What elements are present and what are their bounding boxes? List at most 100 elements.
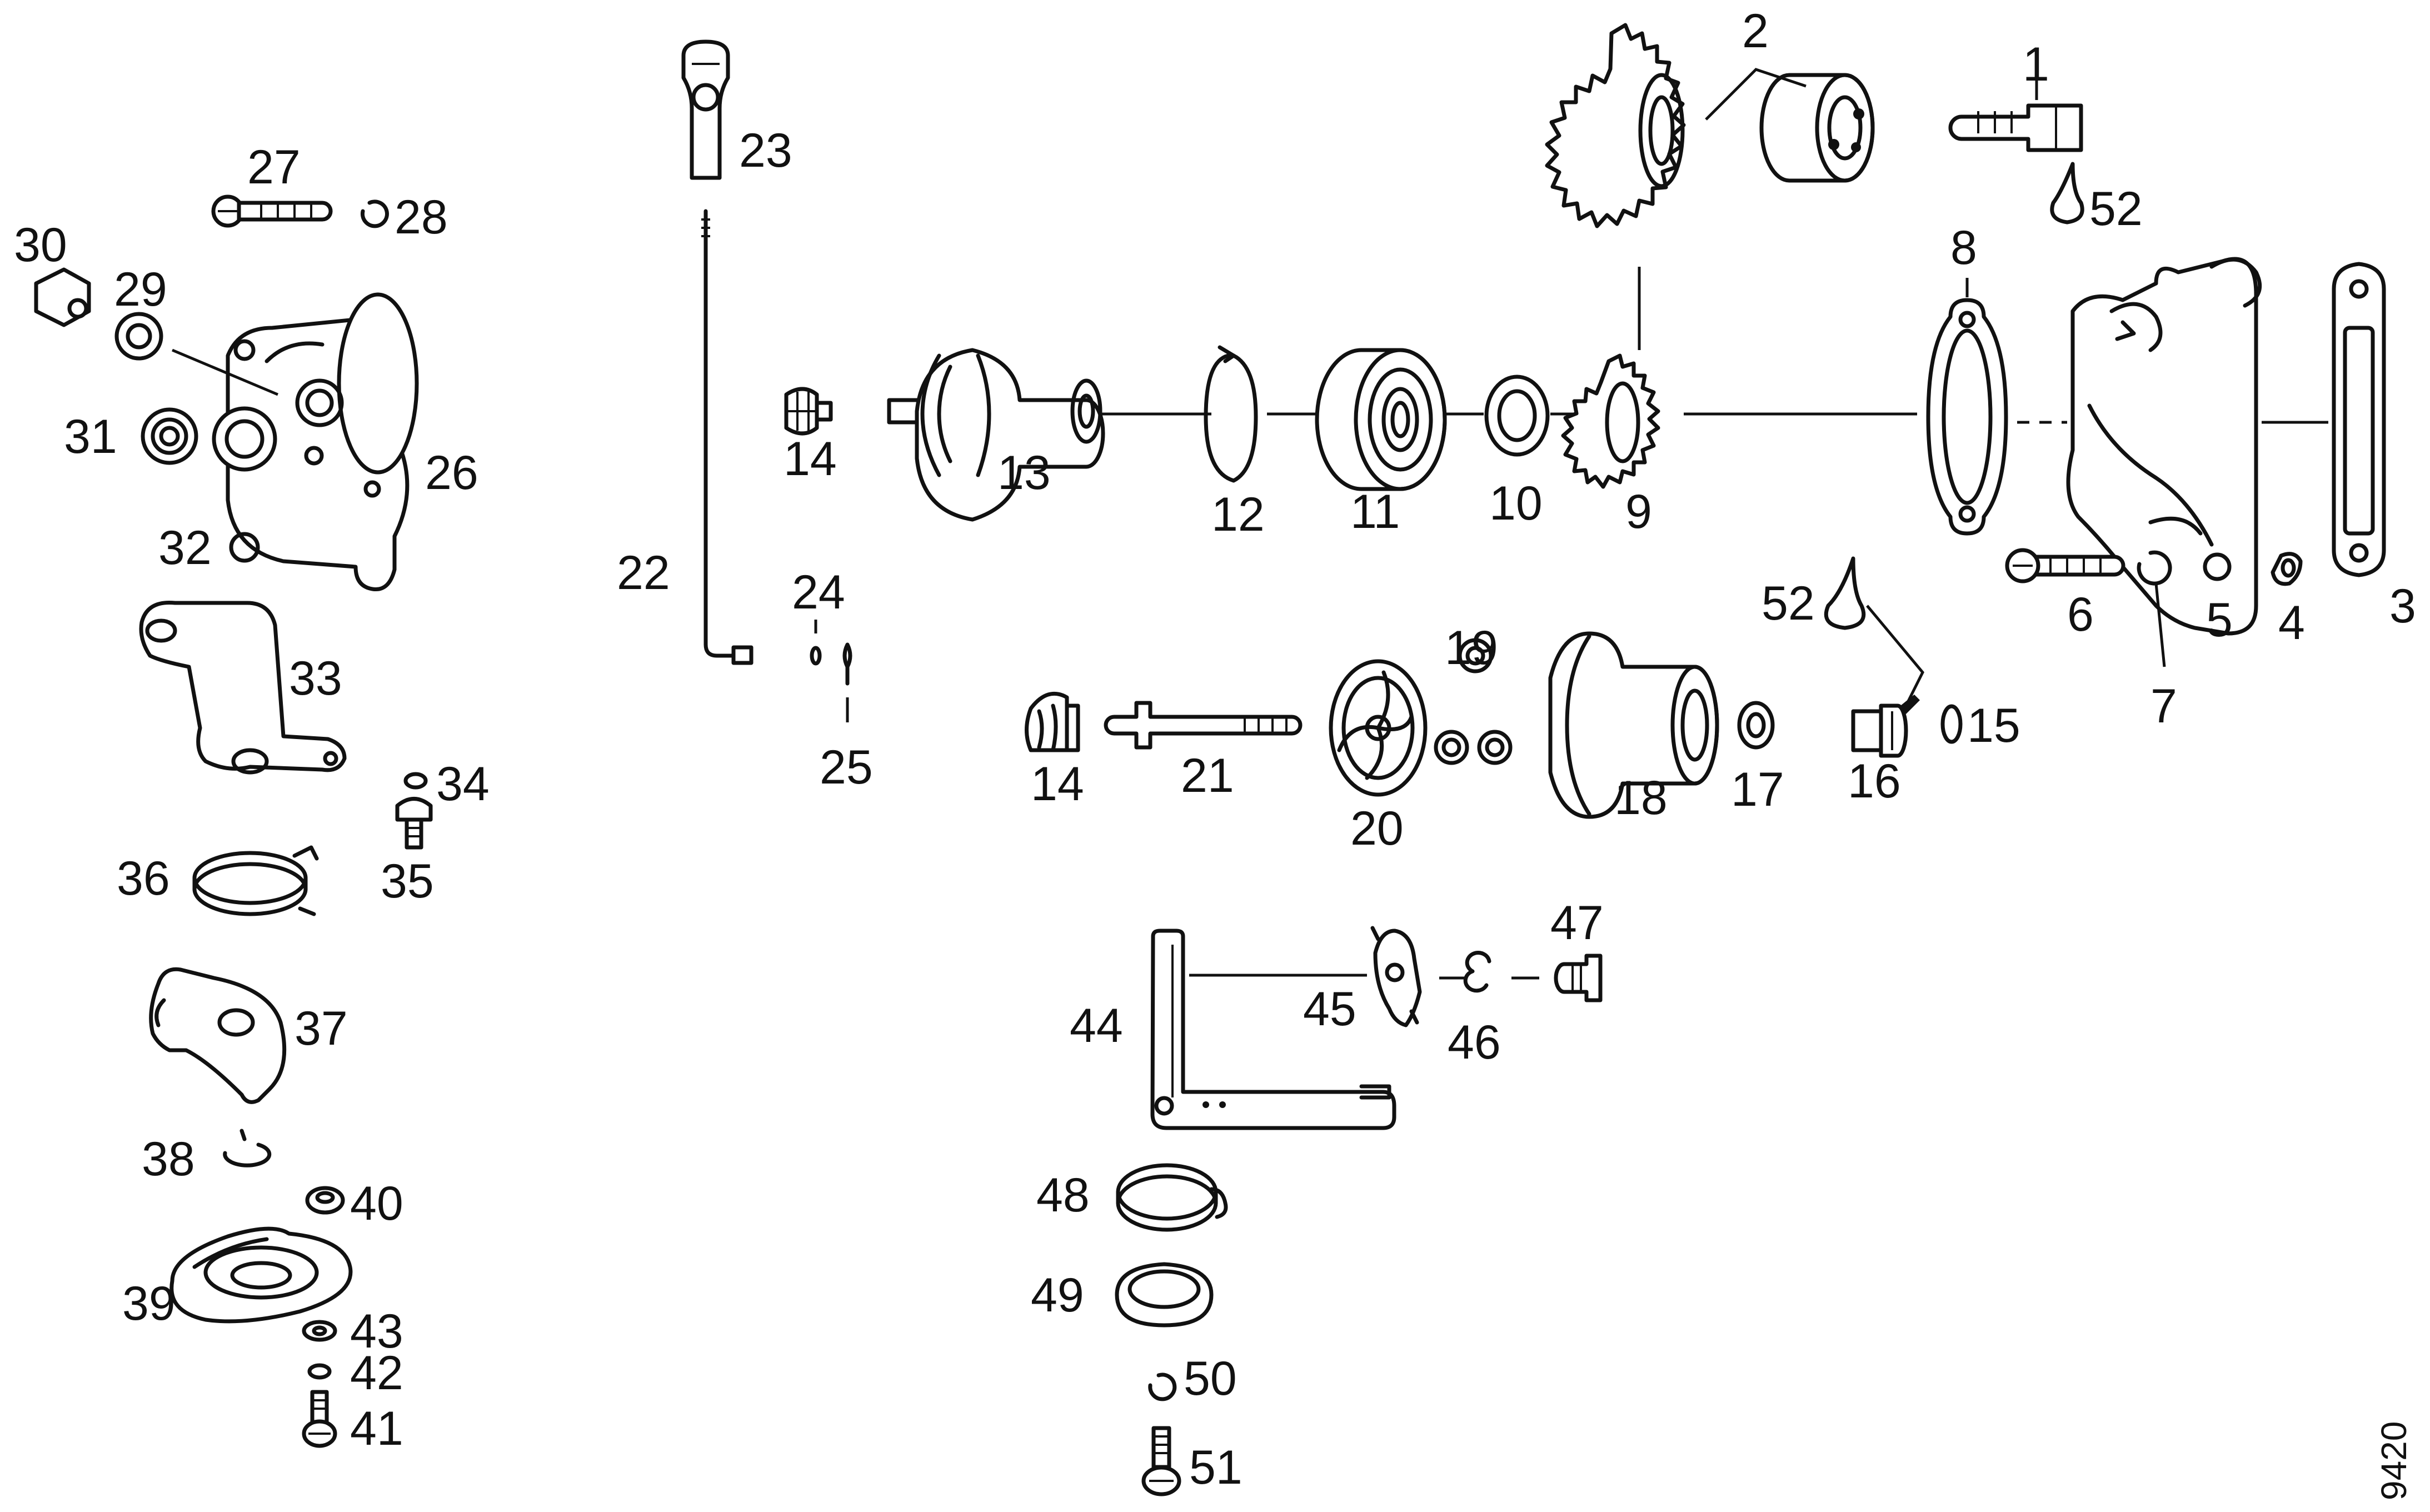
callout-47: 47 [1550,896,1604,950]
callout-16: 16 [1848,755,1901,808]
part-1-bolt [1948,56,2083,152]
part-21-bolt [1104,701,1303,750]
part-45-cam-plate [1370,926,1422,1027]
part-52-seal-drop-lower [1824,556,1924,707]
part-43-washer [302,1320,337,1342]
callout-17: 17 [1731,763,1784,816]
callout-38: 38 [142,1132,195,1186]
callout-34: 34 [436,757,490,811]
part-26-pump-body [172,292,419,592]
part-33-lever-arm [139,600,347,775]
part-25-cotter-pin [842,642,852,722]
part-4-washer [2271,552,2303,586]
callout-40: 40 [350,1177,403,1230]
callout-29: 29 [114,263,167,316]
callout-35: 35 [381,855,434,908]
part-14-nut-lower [1025,691,1080,752]
callout-23: 23 [739,124,792,177]
callout-8: 8 [1950,221,1977,275]
part-5-housing [2066,257,2262,636]
part-38-circlip [223,1129,272,1167]
callout-15: 15 [1967,699,2020,752]
callout-37: 37 [295,1002,348,1055]
part-11-bearing [1315,348,1447,491]
callout-1: 1 [2023,38,2049,91]
callout-18: 18 [1614,771,1668,825]
callout-50: 50 [1184,1352,1237,1405]
callout-labels: 1 2 3 4 5 6 7 8 9 10 11 12 13 14 14 15 1… [14,4,2416,1494]
part-50-lock-ring [1148,1373,1177,1401]
callout-25: 25 [820,741,873,794]
callout-36: 36 [117,852,170,905]
part-8-gasket [1926,278,2008,536]
callout-12: 12 [1211,488,1265,541]
part-19-balls [1434,638,1513,765]
part-12-snap-ring [1204,345,1258,483]
part-27-screw [211,194,333,228]
callout-52a: 52 [2089,182,2143,236]
part-29-washer [114,312,163,361]
part-51-screw [1141,1426,1181,1496]
callout-41: 41 [350,1402,403,1455]
part-10-washer [1484,375,1550,457]
part-2-gear-and-bearing [1545,23,1875,228]
callout-31: 31 [64,410,117,463]
part-49-cup [1115,1262,1214,1328]
part-48-spring-clamp [1116,1163,1228,1232]
callout-46: 46 [1448,1016,1501,1069]
part-44-l-lever [1150,929,1396,1130]
part-14-nut-upper [784,387,833,436]
part-36-clamp-band [192,845,319,916]
callout-2: 2 [1742,4,1769,58]
callout-14a: 14 [784,432,837,486]
callout-49: 49 [1031,1269,1084,1322]
callout-48: 48 [1036,1169,1090,1222]
part-39-diaphragm [169,1226,353,1324]
part-22-rod [701,209,754,665]
callout-9: 9 [1625,485,1652,538]
callout-27: 27 [247,141,301,194]
part-47-screw [1554,954,1603,1002]
callout-10: 10 [1489,477,1543,530]
callout-33: 33 [289,652,342,705]
callout-51: 51 [1189,1441,1243,1494]
callout-7: 7 [2150,680,2177,733]
part-18-sleeve [1548,631,1719,819]
callout-21: 21 [1181,749,1234,802]
part-16-fitting [1851,695,1920,758]
part-7-lock-ring [2137,550,2172,667]
callout-13: 13 [997,446,1051,500]
callout-39: 39 [122,1277,176,1330]
part-24-ring [810,620,822,666]
callout-19: 19 [1445,621,1498,675]
callout-44: 44 [1070,999,1123,1052]
callout-22: 22 [617,546,670,600]
part-3-gasket [2332,262,2386,577]
part-37-bracket-plate [149,967,287,1104]
part-46-clip [1463,951,1491,993]
part-41-screw [302,1390,337,1448]
part-9-pinion-gear [1561,267,1660,489]
part-13-shaft-hub [887,348,1105,522]
callout-5: 5 [2206,593,2233,647]
figure-number: 9420 [2374,1421,2414,1500]
part-6-screw [2005,548,2125,583]
part-34-washer [403,772,428,790]
part-35-screw [395,797,433,850]
part-31-seal [141,407,198,465]
callout-32: 32 [158,521,212,575]
callout-26: 26 [425,446,478,500]
part-30-hex-nut [34,267,91,327]
part-15-o-ring [1940,704,1963,744]
part-42-lock-washer [307,1363,332,1380]
callout-11: 11 [1350,485,1400,538]
part-17-washer [1737,701,1775,750]
part-32-o-ring [229,532,260,563]
part-28-lock-ring [360,199,389,228]
callout-4: 4 [2278,596,2305,650]
callout-24: 24 [792,566,845,619]
callout-43: 43 [350,1305,403,1358]
callout-52b: 52 [1762,577,1815,630]
callout-3: 3 [2389,580,2416,633]
